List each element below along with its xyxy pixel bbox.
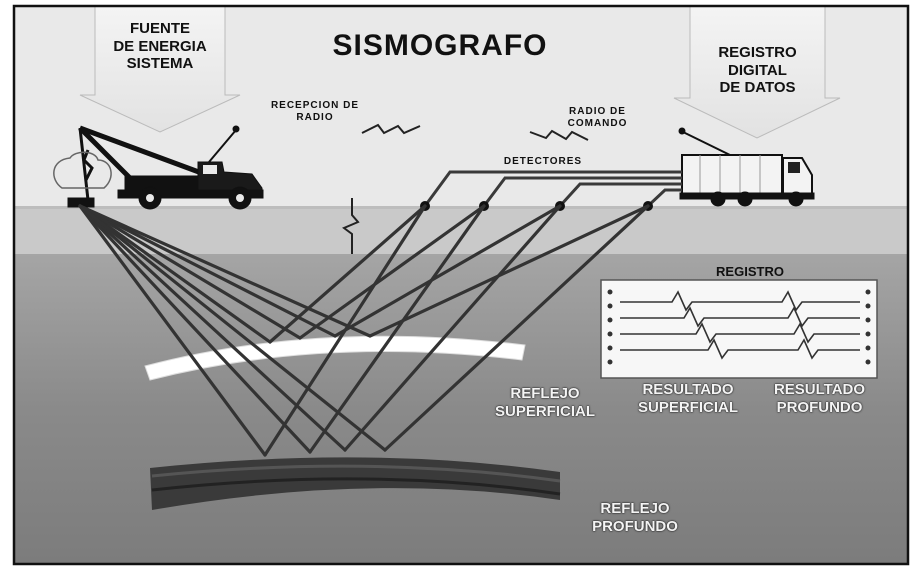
record-panel-title: REGISTRO (716, 264, 784, 279)
detectors-label: DETECTORES (503, 156, 583, 167)
deep-result-label: RESULTADO PROFUNDO (773, 381, 866, 416)
radio-command-label: RADIO DE COMANDO (567, 106, 628, 129)
deep-reflection-label: REFLEJO PROFUNDO (592, 500, 678, 535)
energy-source-arrow (79, 5, 241, 133)
cable-break-symbol (342, 198, 360, 254)
ground-top-line (14, 206, 908, 209)
trace-1 (620, 290, 860, 312)
trace-2 (620, 306, 860, 328)
recorder-truck (678, 127, 815, 207)
radio-reception-label: RECEPCION DE RADIO (270, 100, 360, 123)
diagram-frame (12, 4, 910, 566)
radio-reception-signal (361, 123, 421, 135)
energy-source-truck (53, 125, 264, 210)
trace-4 (620, 338, 860, 360)
record-panel (600, 279, 878, 379)
digital-recorder-label: REGISTRO DIGITAL DE DATOS (718, 44, 797, 97)
detector-cables (423, 170, 682, 208)
ray-paths (78, 204, 650, 457)
trace-3 (620, 322, 860, 344)
record-paper (600, 279, 878, 379)
deep-reflector (150, 457, 561, 510)
energy-source-label: FUENTE DE ENERGIA SISTEMA (113, 20, 207, 73)
digital-recorder-arrow (673, 5, 841, 139)
record-traces (620, 290, 860, 360)
radio-command-signal (529, 129, 589, 141)
diagram-title: SISMOGRAFO (332, 29, 548, 62)
shallow-result-label: RESULTADO SUPERFICIAL (637, 381, 738, 416)
record-perforations (607, 289, 871, 365)
shallow-reflection-label: REFLEJO SUPERFICIAL (494, 385, 595, 420)
ground-surface-band (14, 206, 908, 254)
